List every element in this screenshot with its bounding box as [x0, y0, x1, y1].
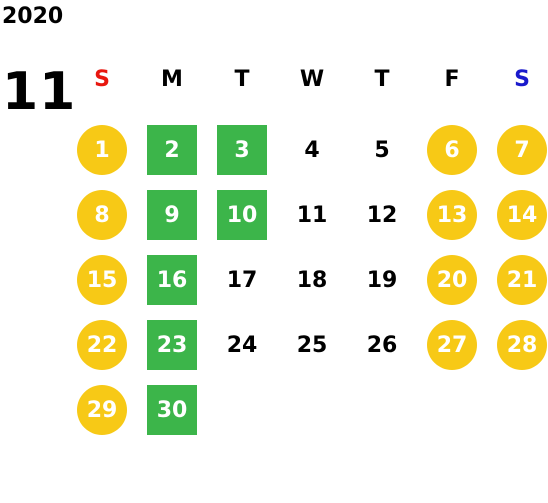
day-cell: 19 [366, 267, 398, 293]
weekday-mon: M [161, 67, 183, 92]
day-cell: 16 [147, 255, 197, 305]
day-cell: 7 [497, 125, 547, 175]
weekday-sat: S [514, 67, 530, 92]
day-cell: 2 [147, 125, 197, 175]
weekday-tue: T [234, 67, 250, 92]
day-cell: 6 [427, 125, 477, 175]
day-cell: 23 [147, 320, 197, 370]
day-cell: 24 [226, 332, 258, 358]
weekday-fri: F [444, 67, 460, 92]
year-label: 2020 [2, 4, 64, 29]
day-cell: 12 [366, 202, 398, 228]
day-cell: 21 [497, 255, 547, 305]
day-cell: 26 [366, 332, 398, 358]
day-cell: 10 [217, 190, 267, 240]
day-cell: 11 [296, 202, 328, 228]
day-cell: 25 [296, 332, 328, 358]
weekday-thu: T [374, 67, 390, 92]
day-cell: 4 [304, 137, 320, 163]
day-cell: 27 [427, 320, 477, 370]
day-cell: 3 [217, 125, 267, 175]
day-cell: 8 [77, 190, 127, 240]
day-cell: 9 [147, 190, 197, 240]
day-cell: 22 [77, 320, 127, 370]
day-cell: 30 [147, 385, 197, 435]
month-label: 11 [2, 62, 77, 122]
day-cell: 1 [77, 125, 127, 175]
day-cell: 17 [226, 267, 258, 293]
weekday-wed: W [299, 67, 325, 92]
day-cell: 29 [77, 385, 127, 435]
day-cell: 20 [427, 255, 477, 305]
day-cell: 13 [427, 190, 477, 240]
day-cell: 28 [497, 320, 547, 370]
day-cell: 14 [497, 190, 547, 240]
day-cell: 18 [296, 267, 328, 293]
weekday-sun: S [94, 67, 110, 92]
day-cell: 15 [77, 255, 127, 305]
day-cell: 5 [374, 137, 390, 163]
